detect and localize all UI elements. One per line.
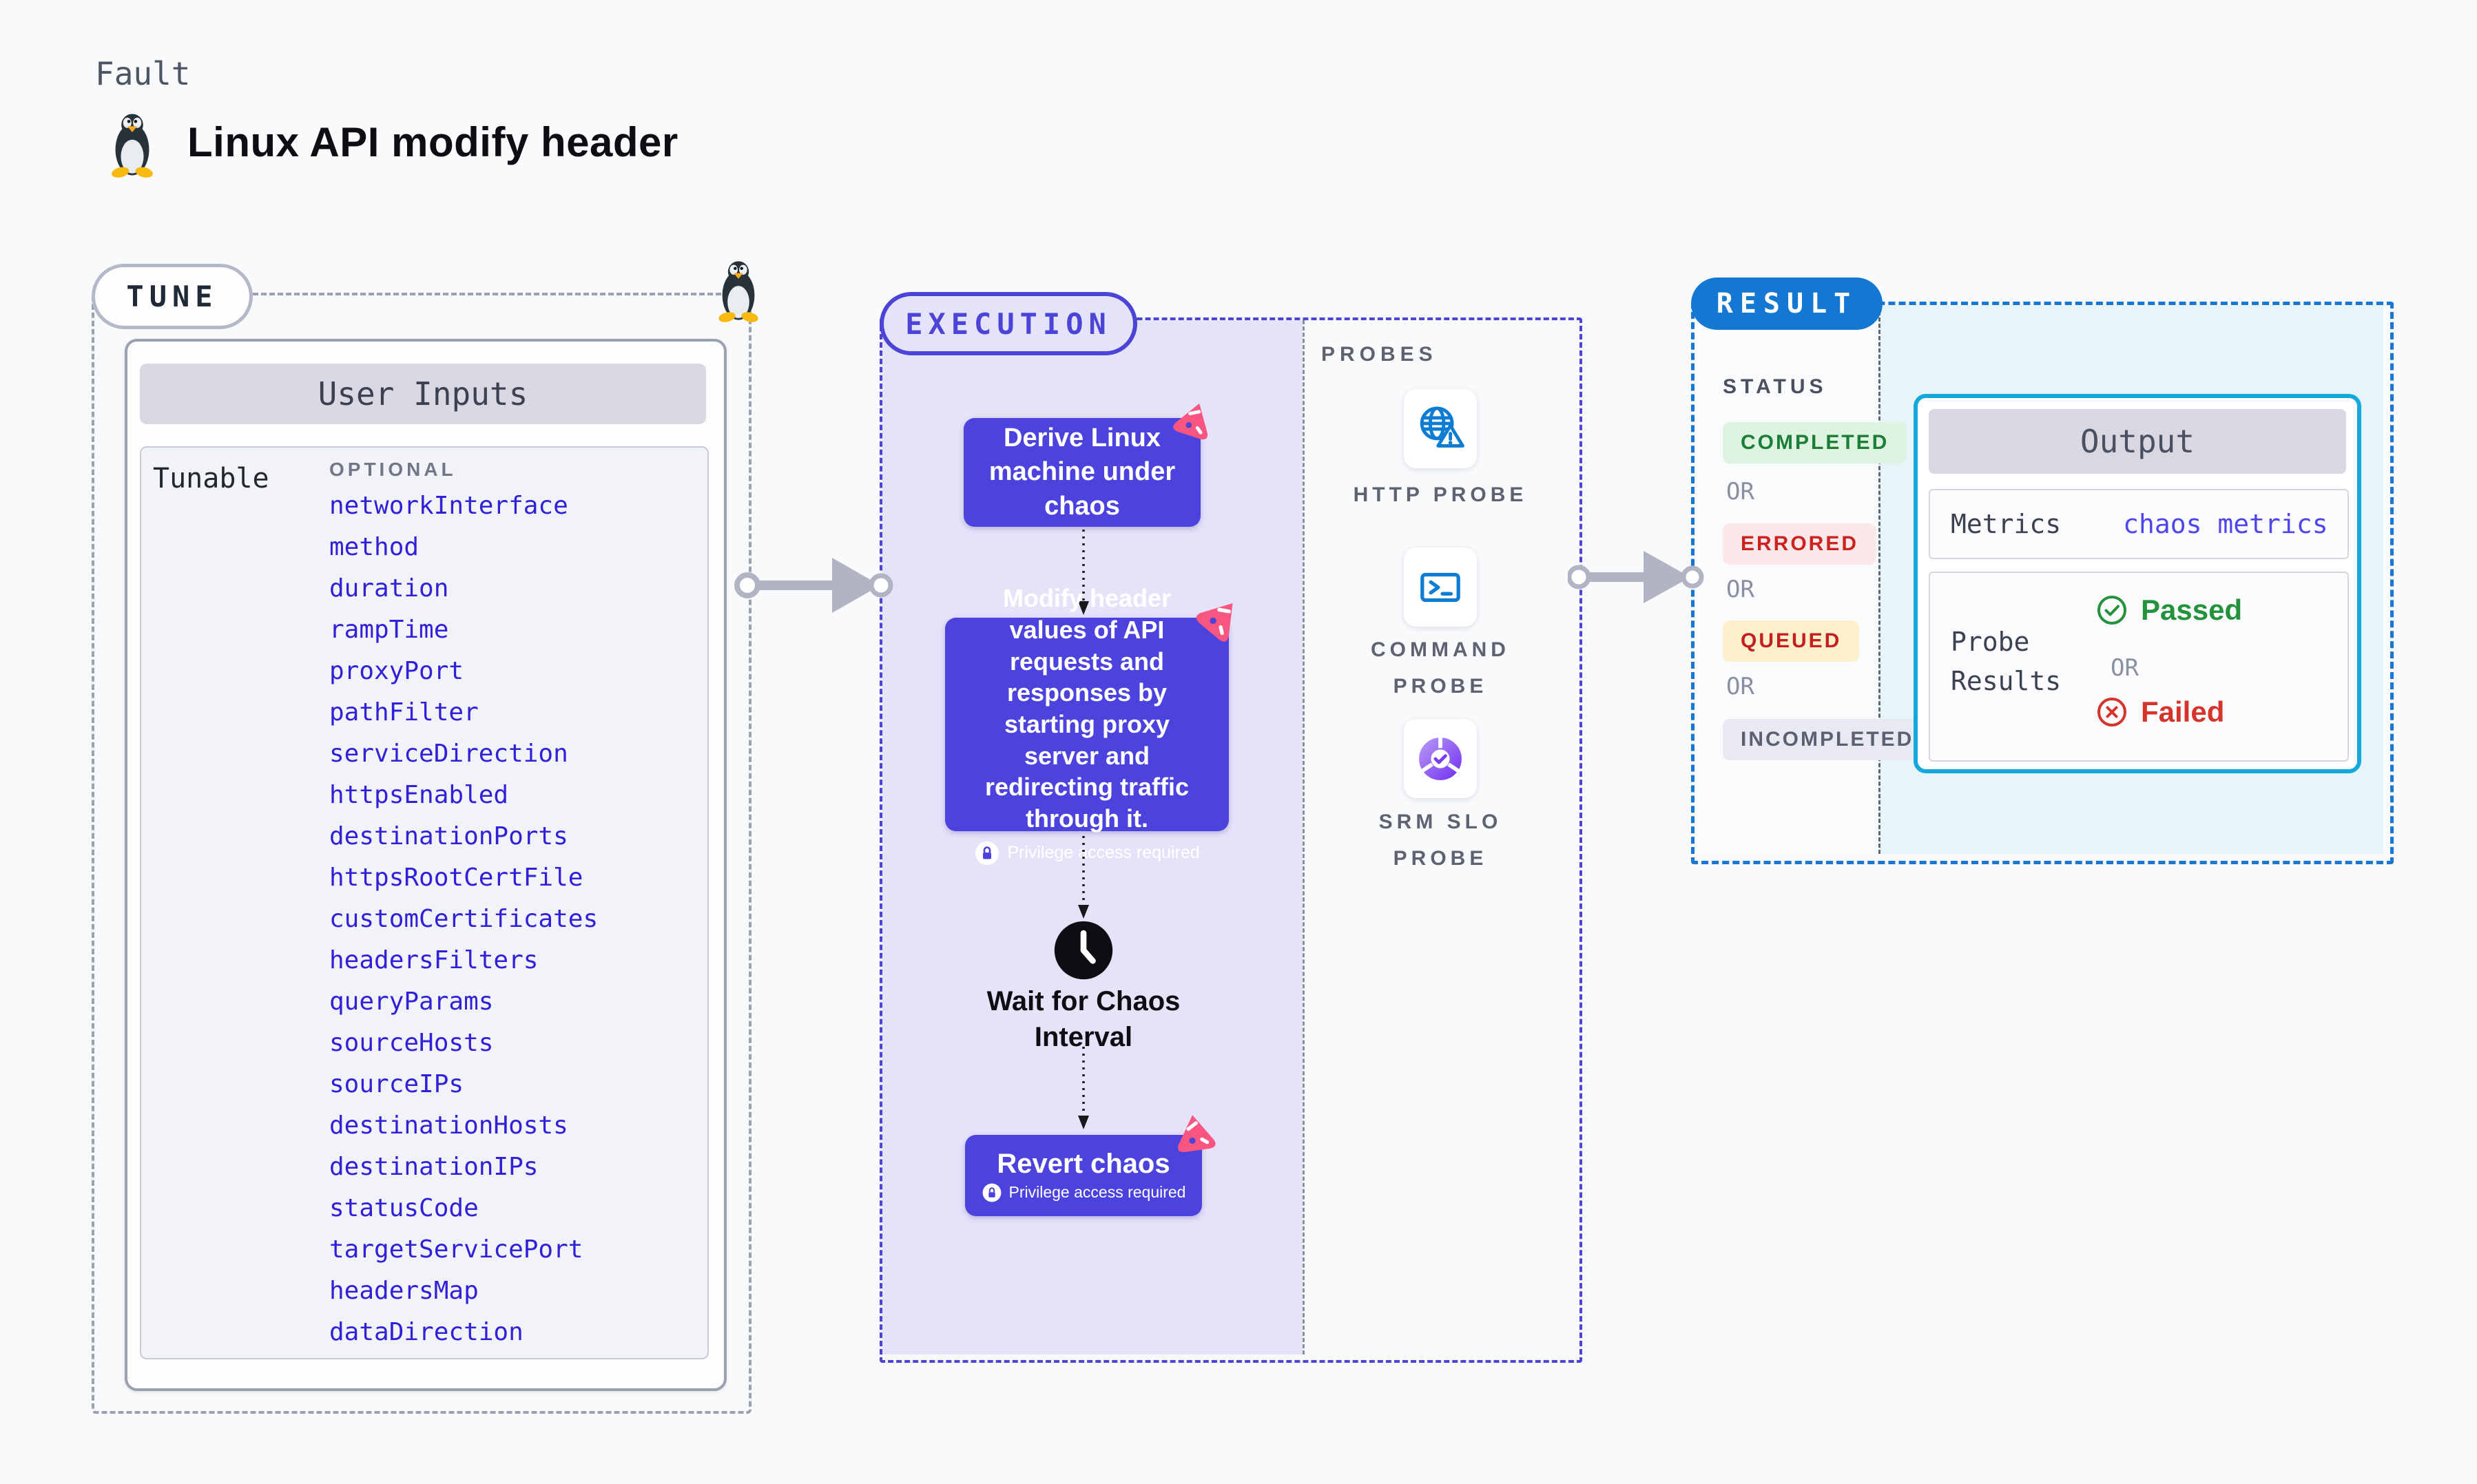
derive-machine-step: Derive Linux machine under chaos [964, 418, 1201, 527]
clock-icon [1054, 921, 1113, 980]
param-link[interactable]: pathFilter [329, 698, 479, 727]
flow-arrow-down [1078, 836, 1089, 919]
command-probe-card [1404, 547, 1477, 627]
param-link[interactable]: httpsEnabled [329, 781, 509, 809]
or-label: OR [1726, 478, 1754, 505]
srm-slo-probe-label: SRM SLO PROBE [1378, 811, 1502, 870]
user-inputs-list [140, 446, 709, 1359]
param-link[interactable]: destinationIPs [329, 1153, 539, 1181]
probes-divider-line [1303, 320, 1305, 1355]
tune-label: TUNE [126, 280, 218, 313]
privilege-text: Privilege access required [1008, 1183, 1186, 1201]
execution-label: EXECUTION [905, 306, 1112, 341]
fault-kicker: Fault [95, 55, 191, 92]
flow-arrow-down [1078, 530, 1089, 615]
param-link[interactable]: serviceDirection [329, 740, 568, 768]
status-divider-line [1878, 305, 1880, 854]
param-link[interactable]: rampTime [329, 616, 449, 644]
revert-chaos-step: Revert chaos Privilege access required [965, 1135, 1202, 1216]
optional-label: OPTIONAL [329, 459, 457, 480]
param-link[interactable]: method [329, 533, 419, 561]
privilege-text: Privilege access required [1007, 843, 1200, 863]
metrics-row: Metrics chaos metrics [1929, 489, 2349, 559]
probe-results-label: Probe Results [1951, 627, 2062, 696]
http-probe-card [1404, 389, 1477, 468]
probe-results-row: Probe Results Passed OR Failed [1929, 572, 2349, 762]
status-badge-queued: QUEUED [1723, 620, 1860, 662]
privilege-row: Privilege access required [974, 840, 1200, 866]
param-link[interactable]: statusCode [329, 1194, 479, 1222]
tunable-params-list: networkInterface method duration rampTim… [329, 492, 598, 1346]
result-label: RESULT [1716, 288, 1858, 320]
or-label: OR [1726, 576, 1754, 603]
arrow-tune-to-execution [734, 558, 893, 613]
probes-background [1305, 320, 1574, 1355]
modify-header-step: Modify header values of API requests and… [945, 584, 1229, 865]
param-link[interactable]: targetServicePort [329, 1235, 583, 1264]
http-probe-label: HTTP PROBE [1353, 483, 1528, 506]
execution-section-border [880, 317, 1582, 1363]
param-link[interactable]: networkInterface [329, 492, 568, 520]
execution-section-pill: EXECUTION [880, 292, 1137, 355]
lock-icon [982, 1183, 1001, 1202]
status-badge-incompleted: INCOMPLETED [1723, 719, 1932, 760]
command-probe-label: COMMAND PROBE [1371, 638, 1510, 698]
derive-step-text: Derive Linux machine under chaos [988, 423, 1176, 521]
privilege-row: Privilege access required [982, 1182, 1186, 1203]
param-link[interactable]: sourceIPs [329, 1070, 464, 1098]
result-status-background [1694, 305, 1878, 854]
or-label: OR [2111, 654, 2139, 682]
passed-result: Passed [2095, 594, 2242, 627]
probes-section-label: PROBES [1321, 343, 1438, 366]
param-link[interactable]: headersFilters [329, 946, 539, 974]
result-section-pill: RESULT [1691, 278, 1883, 330]
param-link[interactable]: duration [329, 574, 449, 603]
lock-icon [975, 841, 999, 865]
srm-slo-probe-card [1404, 719, 1477, 798]
metrics-label: Metrics [1951, 509, 2062, 539]
chaos-flag-icon [1196, 603, 1233, 642]
slo-donut-icon [1419, 734, 1462, 780]
status-section-label: STATUS [1723, 375, 1827, 398]
param-link[interactable]: sourceHosts [329, 1029, 494, 1057]
revert-step-text: Revert chaos [997, 1148, 1170, 1179]
output-header: Output [1929, 409, 2346, 474]
flow-arrow-down [1078, 1047, 1089, 1129]
failed-result: Failed [2095, 696, 2224, 729]
modify-step-text: Modify header values of API requests and… [984, 584, 1190, 833]
chaos-metrics-link[interactable]: chaos metrics [2123, 509, 2328, 539]
param-link[interactable]: customCertificates [329, 905, 599, 933]
arrow-probes-to-result [1568, 551, 1704, 603]
chaos-flag-icon [1173, 403, 1208, 440]
failed-label: Failed [2141, 696, 2225, 728]
param-link[interactable]: proxyPort [329, 657, 464, 685]
tune-section-pill: TUNE [92, 264, 253, 329]
tunable-label: Tunable [153, 463, 269, 494]
tux-penguin-icon [112, 114, 153, 178]
tux-penguin-icon-small [718, 261, 758, 322]
param-link[interactable]: destinationHosts [329, 1111, 568, 1140]
check-circle-icon [2097, 596, 2126, 625]
globe-alert-icon [1420, 406, 1464, 448]
tune-section-border [92, 293, 752, 1414]
passed-label: Passed [2141, 594, 2243, 626]
chaos-flag-icon [1178, 1115, 1216, 1152]
status-badge-completed: COMPLETED [1723, 422, 1907, 463]
x-circle-icon [2097, 698, 2126, 727]
user-inputs-header: User Inputs [140, 364, 706, 424]
param-link[interactable]: destinationPorts [329, 822, 568, 850]
page-title: Linux API modify header [187, 119, 678, 165]
terminal-icon [1420, 572, 1460, 602]
param-link[interactable]: httpsRootCertFile [329, 864, 583, 892]
or-label: OR [1726, 673, 1754, 700]
param-link[interactable]: headersMap [329, 1277, 479, 1305]
status-badge-errored: ERRORED [1723, 523, 1877, 565]
param-link[interactable]: dataDirection [329, 1318, 524, 1346]
param-link[interactable]: queryParams [329, 987, 494, 1016]
